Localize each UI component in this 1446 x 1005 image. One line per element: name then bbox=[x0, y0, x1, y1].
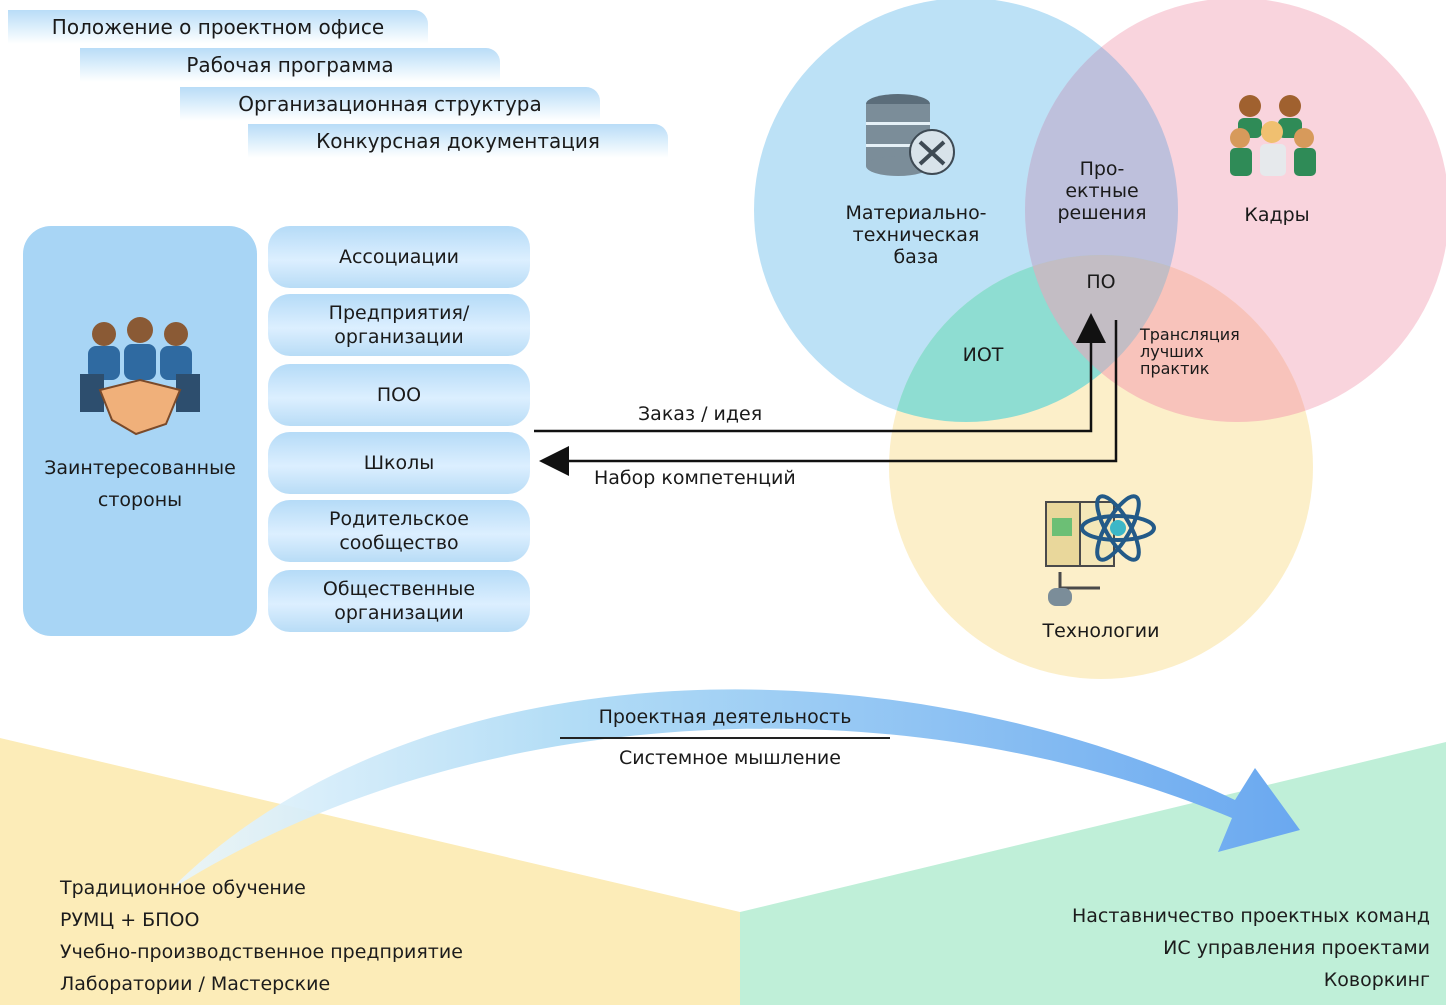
competency-flow-arrow bbox=[539, 320, 1118, 476]
transition-divider bbox=[560, 737, 890, 739]
stakeholder-enterprises: Предприятия/организации bbox=[268, 294, 530, 356]
best-practices-label: Трансляция лучших практик bbox=[1140, 325, 1240, 378]
stakeholders-label: Заинтересованные стороны bbox=[44, 457, 236, 511]
project-solutions-label: Про- ектные решения bbox=[1057, 158, 1147, 224]
traditional-list: Традиционное обучение РУМЦ + БПОО Учебно… bbox=[60, 872, 463, 1000]
order-flow-arrow bbox=[534, 313, 1106, 433]
stakeholder-schools: Школы bbox=[268, 432, 530, 494]
doc-tab-tender-docs: Конкурсная документация bbox=[248, 124, 668, 158]
handshake-team-icon bbox=[80, 317, 200, 436]
order-flow-label: Заказ / идея bbox=[638, 403, 763, 425]
modern-list: Наставничество проектных команд ИС управ… bbox=[1072, 900, 1430, 996]
project-activity-label: Проектная деятельность bbox=[598, 706, 852, 728]
best-practices-overlap bbox=[1025, 255, 1313, 422]
system-thinking-label: Системное мышление bbox=[619, 747, 841, 769]
modern-item: ИС управления проектами bbox=[1163, 937, 1430, 959]
doc-tab-org-structure: Организационная структура bbox=[180, 87, 600, 121]
team-people-icon bbox=[1230, 95, 1316, 176]
doc-tab-office-regulation: Положение о проектном офисе bbox=[8, 10, 428, 44]
flow-arrows bbox=[534, 313, 1118, 476]
traditional-item: РУМЦ + БПОО bbox=[60, 909, 200, 931]
traditional-area bbox=[0, 738, 740, 1005]
bottom-background bbox=[0, 689, 1446, 1005]
traditional-item: Традиционное обучение bbox=[60, 877, 306, 899]
competency-flow-label: Набор компетенций bbox=[594, 467, 796, 489]
iot-label: ИОТ bbox=[962, 344, 1004, 366]
stakeholder-poo: ПОО bbox=[268, 364, 530, 426]
database-tools-icon bbox=[866, 94, 955, 176]
doc-tab-work-program: Рабочая программа bbox=[80, 48, 500, 82]
modern-item: Наставничество проектных команд bbox=[1071, 905, 1430, 927]
material-label: Материально- техническая база bbox=[845, 202, 987, 268]
traditional-item: Лаборатории / Мастерские bbox=[60, 973, 331, 995]
po-label: ПО bbox=[1086, 271, 1116, 293]
traditional-item: Учебно-производственное предприятие bbox=[60, 941, 463, 963]
iot-overlap bbox=[889, 255, 1178, 422]
venn-diagram bbox=[754, 0, 1446, 679]
book-atom-icon bbox=[1045, 494, 1156, 606]
stakeholder-associations: Ассоциации bbox=[268, 226, 530, 288]
tech-label: Технологии bbox=[1042, 620, 1160, 642]
modern-item: Коворкинг bbox=[1323, 969, 1430, 991]
staff-label: Кадры bbox=[1244, 204, 1310, 226]
transition-arrow bbox=[170, 689, 1300, 890]
